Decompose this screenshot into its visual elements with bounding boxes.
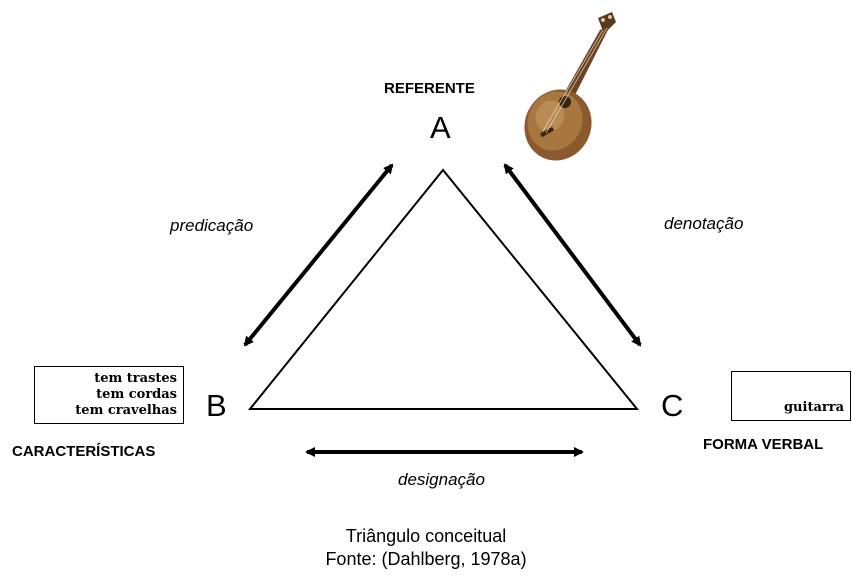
guitar-illustration xyxy=(524,12,616,161)
characteristics-title: CARACTERÍSTICAS xyxy=(12,443,156,460)
characteristic-item: tem cordas xyxy=(96,387,177,402)
characteristic-item: tem trastes xyxy=(94,371,177,386)
label-designation: designação xyxy=(398,470,485,489)
label-predication: predicação xyxy=(170,216,254,235)
verbal-form-word: guitarra xyxy=(783,400,844,415)
concept-triangle xyxy=(247,168,640,410)
vertex-b-letter: B xyxy=(206,388,227,423)
verbal-form-title: FORMA VERBAL xyxy=(703,436,824,453)
referent-title: REFERENTE xyxy=(384,80,475,97)
verbal-form-box: guitarra xyxy=(731,371,851,421)
characteristics-box: tem trastes tem cordas tem cravelhas xyxy=(34,366,184,424)
caption-source: Fonte: (Dahlberg, 1978a) xyxy=(325,549,527,569)
arrow-predication xyxy=(243,163,394,347)
characteristic-item: tem cravelhas xyxy=(75,403,177,418)
arrow-denotation xyxy=(503,163,642,347)
vertex-a-letter: A xyxy=(430,110,451,145)
vertex-c-letter: C xyxy=(661,388,684,423)
caption-title: Triângulo conceitual xyxy=(345,526,507,546)
label-denotation: denotação xyxy=(664,214,744,233)
